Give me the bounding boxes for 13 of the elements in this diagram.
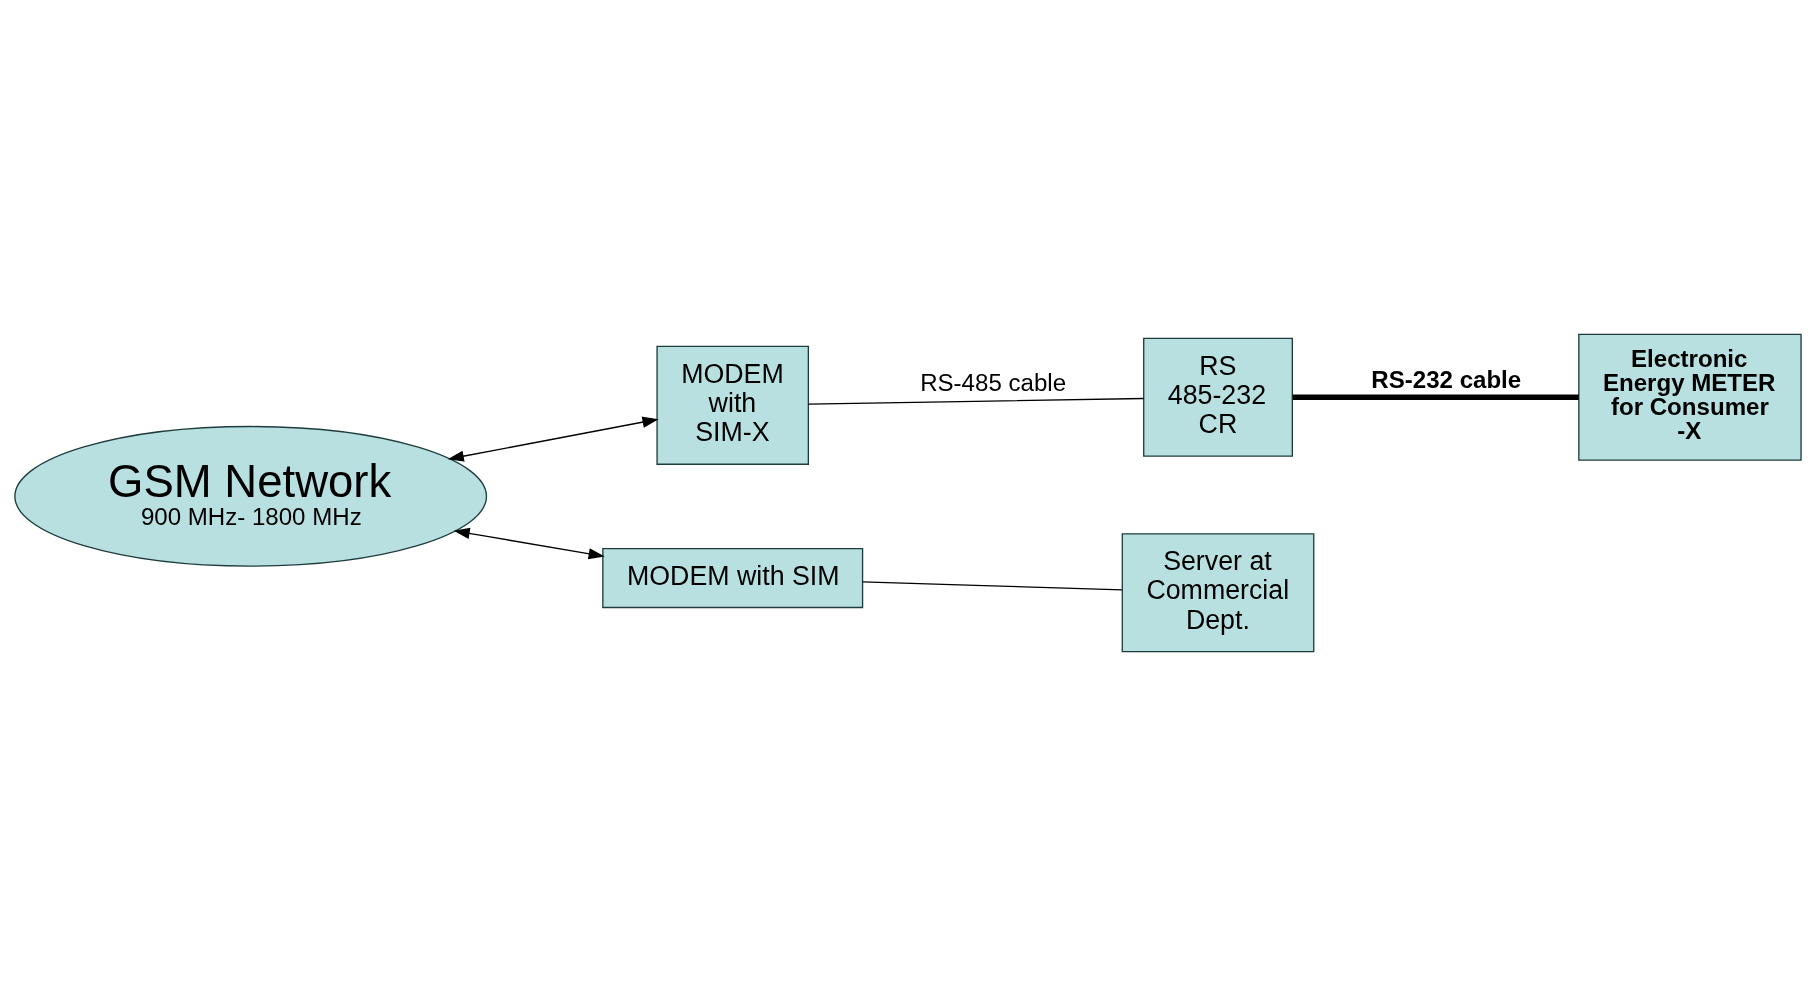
node-box: MODEM with SIM	[601, 547, 863, 608]
edge-label: RS-485 cable	[919, 368, 1066, 396]
node-box: Server at Commercial Dept.	[1121, 532, 1314, 652]
node-box: RS 485-232 CR	[1142, 337, 1293, 457]
arrow	[447, 416, 659, 462]
connector	[861, 580, 1123, 590]
node-box: MODEM with SIM-X	[655, 345, 809, 465]
connector	[1292, 394, 1579, 400]
node-box: Electronic Energy METER for Consumer -X	[1577, 333, 1802, 461]
connector	[807, 397, 1144, 405]
arrow	[453, 527, 605, 559]
edge-label: RS-232 cable	[1370, 365, 1521, 393]
node-ellipse: GSM Network 900 MHz- 1800 MHz	[13, 425, 487, 567]
